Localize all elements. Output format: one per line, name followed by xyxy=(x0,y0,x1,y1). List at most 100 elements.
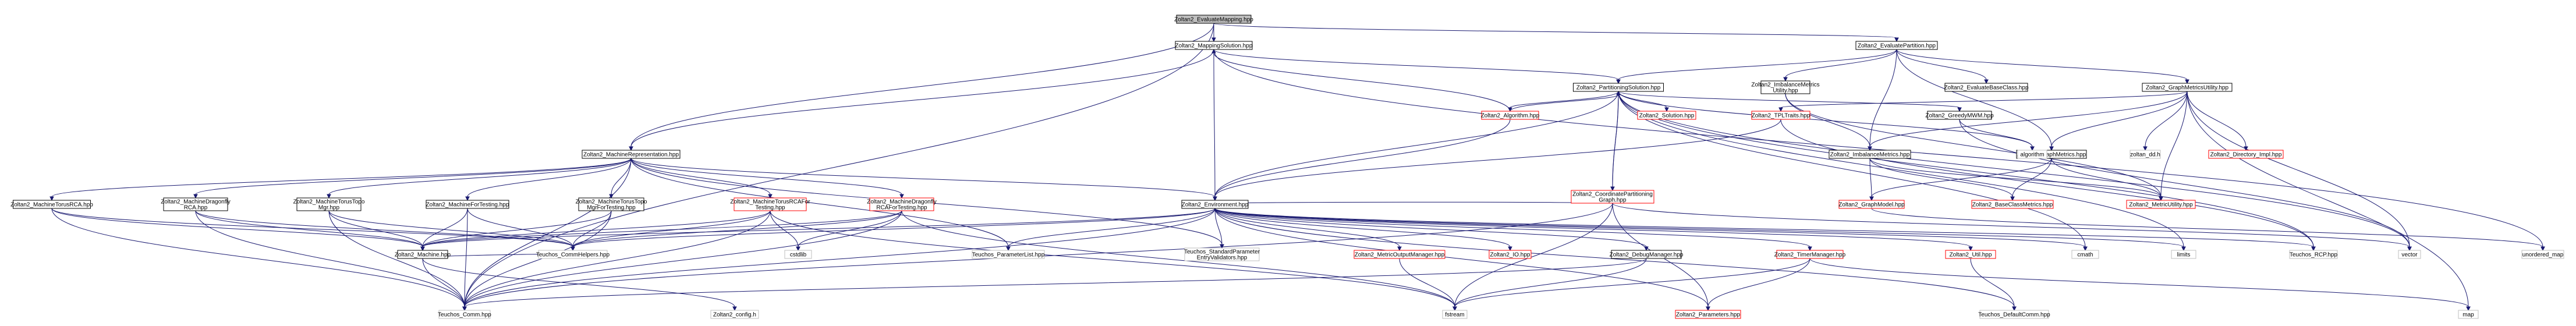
edge-torusrca-to-commhelp xyxy=(51,208,573,247)
edge-arrowhead xyxy=(1211,37,1216,42)
edge-env-to-dbgmgr xyxy=(1214,208,1647,247)
edge-imbm-to-basecm xyxy=(1869,158,2013,197)
edge-arrowhead xyxy=(1778,107,1783,112)
node-tpltraits[interactable]: Zoltan2_TPLTraits.hpp xyxy=(1751,111,1810,120)
node-dirimpl[interactable]: Zoltan2_Directory_Impl.hpp xyxy=(2208,150,2284,159)
edge-timer-to-fstream xyxy=(1454,258,1810,307)
node-io[interactable]: Zoltan2_IO.hpp xyxy=(1489,250,1532,259)
node-map: map xyxy=(2458,310,2479,319)
node-label: Teuchos_CommHelpers.hpp xyxy=(536,252,610,258)
edge-torusrcatest-to-fstream xyxy=(770,210,1455,307)
node-label: fstream xyxy=(1445,312,1464,318)
node-box xyxy=(2289,250,2338,259)
edge-arrowhead xyxy=(420,246,425,251)
node-umap: unordered_map xyxy=(2521,250,2564,259)
node-label: Zoltan2_Machine.hpp xyxy=(395,252,451,258)
node-dragonrcatest[interactable]: Zoltan2_MachineDragonflyRCAForTesting.hp… xyxy=(867,197,937,211)
node-evalpart[interactable]: Zoltan2_EvaluatePartition.hpp xyxy=(1855,41,1938,50)
node-partsol[interactable]: Zoltan2_PartitioningSolution.hpp xyxy=(1573,83,1664,92)
node-box xyxy=(578,197,644,211)
node-mapsol[interactable]: Zoltan2_MappingSolution.hpp xyxy=(1175,41,1253,50)
edge-torustopo-to-mach xyxy=(328,210,423,247)
edge-layer xyxy=(49,23,2545,311)
node-greedy[interactable]: Zoltan2_GreedyMWM.hpp xyxy=(1925,111,1994,120)
node-label: Zoltan2_MachineDragonfly xyxy=(867,199,937,205)
node-util[interactable]: Zoltan2_Util.hpp xyxy=(1945,250,1996,259)
node-box xyxy=(1979,310,2049,319)
edge-env-to-rcp xyxy=(1214,208,2314,247)
node-layer: Zoltan2_EvaluateMapping.hppZoltan2_Mappi… xyxy=(10,15,2564,319)
node-label: Zoltan2_MachineRepresentation.hpp xyxy=(583,152,679,158)
edge-evalpart-to-imbmu xyxy=(1785,49,1897,78)
node-forttest[interactable]: Zoltan2_MachineForTesting.hpp xyxy=(426,200,509,209)
edge-torusrcatest-to-commhelp xyxy=(572,210,771,247)
node-graphmodel[interactable]: Zoltan2_GraphModel.hpp xyxy=(1838,200,1905,209)
edge-partsol-to-greedy xyxy=(1618,91,1960,108)
node-dbgmgr[interactable]: Zoltan2_DebugManager.hpp xyxy=(1610,250,1684,259)
node-solution[interactable]: Zoltan2_Solution.hpp xyxy=(1637,111,1696,120)
node-torustopotest[interactable]: Zoltan2_MachineTorusTopoMgrForTesting.hp… xyxy=(576,197,647,211)
node-label: Teuchos_DefaultComm.hpp xyxy=(1978,312,2050,318)
edge-env-to-timer xyxy=(1214,208,1810,247)
edge-forttest-to-commhelp xyxy=(467,208,573,247)
edge-tpltraits-to-env xyxy=(1214,119,1781,197)
node-box xyxy=(2129,150,2161,159)
node-gmu[interactable]: Zoltan2_GraphMetricsUtility.hpp xyxy=(2142,83,2233,92)
edge-arrowhead xyxy=(1869,196,1874,201)
edge-coordpart-to-vector xyxy=(1612,203,2410,247)
edge-gmu-to-tpltraits xyxy=(1780,91,2188,108)
node-config: Zoltan2_config.h xyxy=(710,310,759,319)
node-label: Zoltan2_Parameters.hpp xyxy=(1676,312,1741,318)
edge-partsol-to-env xyxy=(1214,91,1619,197)
node-torusrca[interactable]: Zoltan2_MachineTorusRCA.hpp xyxy=(10,200,93,209)
node-machrep[interactable]: Zoltan2_MachineRepresentation.hpp xyxy=(582,150,681,159)
edge-env-to-stdparam xyxy=(1214,208,1223,245)
node-box xyxy=(1175,41,1253,50)
edge-torusrcatest-to-cstdlib xyxy=(770,210,799,247)
node-mom[interactable]: Zoltan2_MetricOutputManager.hpp xyxy=(1353,250,1445,259)
node-basecm[interactable]: Zoltan2_BaseClassMetrics.hpp xyxy=(1971,200,2054,209)
node-label: Zoltan2_GraphMetrics.hpp xyxy=(2017,152,2086,158)
edge-dbgmgr-to-fstream xyxy=(1454,258,1647,307)
edge-arrowhead xyxy=(2466,306,2471,311)
node-box xyxy=(1637,111,1696,120)
node-label: Teuchos_Comm.hpp xyxy=(438,312,491,318)
node-label: Zoltan2_MachineTorusTopo xyxy=(576,199,647,205)
node-label: Zoltan2_BaseClassMetrics.hpp xyxy=(1972,202,2053,208)
node-mach[interactable]: Zoltan2_Machine.hpp xyxy=(395,250,451,259)
node-label: cmath xyxy=(2077,252,2093,258)
node-timer[interactable]: Zoltan2_TimerManager.hpp xyxy=(1774,250,1846,259)
node-cmath: cmath xyxy=(2071,250,2099,259)
edge-torusrcatest-to-mach xyxy=(422,210,771,247)
edge-arrowhead xyxy=(1957,107,1962,112)
edge-evalpart-to-gmu xyxy=(1896,49,2188,80)
edge-coordpart-to-fstream xyxy=(1454,203,1613,307)
edge-imbmu-to-imbm xyxy=(1785,93,1870,147)
node-label: Zoltan2_MetricOutputManager.hpp xyxy=(1355,252,1445,258)
node-box xyxy=(397,250,448,259)
node-params[interactable]: Zoltan2_Parameters.hpp xyxy=(1675,310,1741,319)
edge-timer-to-map xyxy=(1809,258,2469,307)
edge-arrowhead xyxy=(1213,196,1217,201)
node-box xyxy=(163,197,228,211)
node-metricutil[interactable]: Zoltan2_MetricUtility.hpp xyxy=(2126,200,2196,209)
node-box xyxy=(972,250,1045,259)
node-algorithm[interactable]: Zoltan2_Algorithm.hpp xyxy=(1481,111,1540,120)
node-evalmap[interactable]: Zoltan2_EvaluateMapping.hpp xyxy=(1174,15,1253,24)
node-label: Teuchos_StandardParameter xyxy=(1184,249,1260,256)
node-env[interactable]: Zoltan2_Environment.hpp xyxy=(1181,200,1249,209)
edge-arrowhead xyxy=(465,196,470,201)
edge-evalpart-to-imbm xyxy=(1869,49,1897,147)
node-box xyxy=(1751,111,1810,120)
edge-gmu-to-zdd xyxy=(2145,91,2188,147)
node-label: Zoltan2_MachineTorusRCA.hpp xyxy=(10,202,93,208)
edge-arrowhead xyxy=(2010,196,2015,201)
node-imbm[interactable]: Zoltan2_ImbalanceMetrics.hpp xyxy=(1829,150,1911,159)
node-label: Zoltan2_GraphModel.hpp xyxy=(1838,202,1905,208)
node-evalbase[interactable]: Zoltan2_EvaluateBaseClass.hpp xyxy=(1944,83,2029,92)
